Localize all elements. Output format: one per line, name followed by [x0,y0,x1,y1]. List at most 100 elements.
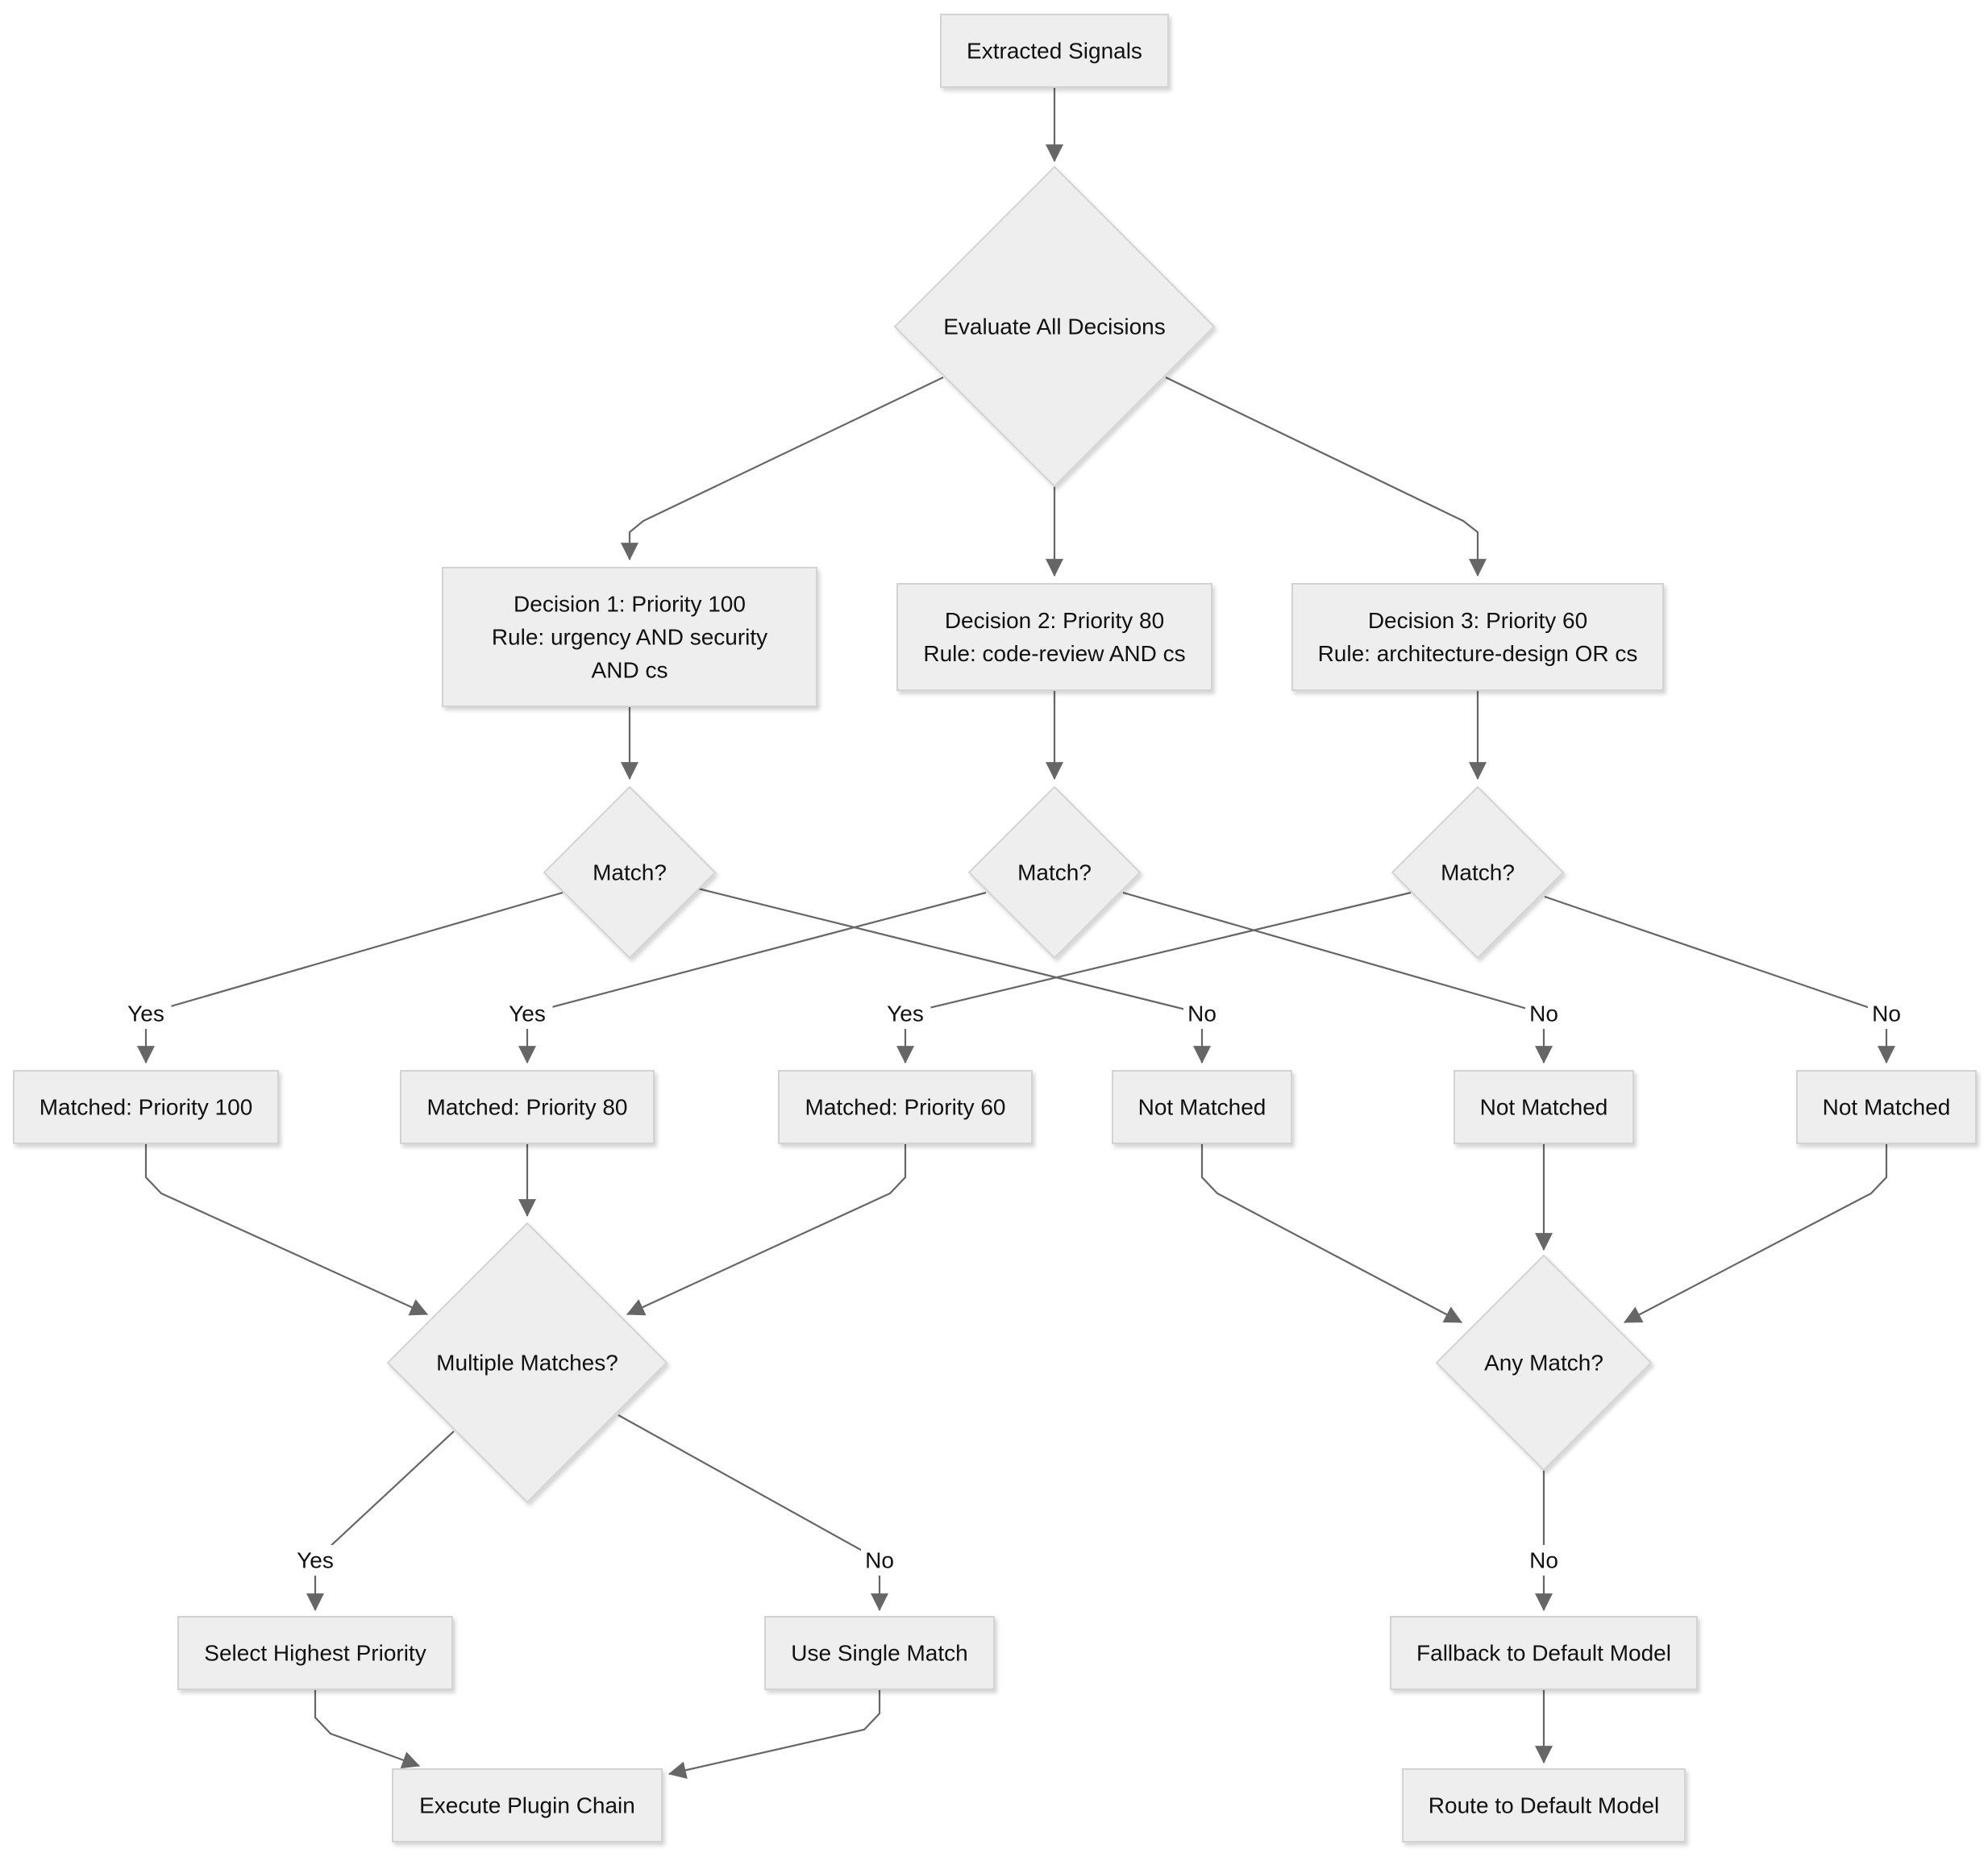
connector-arrow [896,891,1412,1064]
edge-label-no: No [1183,998,1221,1029]
edge-multiple-matches-to-select-highest [306,1430,455,1612]
edge-matched100-to-multiple-matches [144,1143,429,1316]
node-box [392,1768,663,1842]
node-label: Not Matched [1480,1095,1608,1120]
decision-diamond [543,785,717,960]
connector-arrow [668,1689,881,1780]
node-box [1454,1070,1634,1144]
node-matched100: Matched: Priority 100 [13,1070,279,1144]
node-label: Rule: urgency AND security [492,625,767,650]
connector-arrow [1624,1143,1888,1323]
node-label: Match? [593,860,667,885]
edge-label-text: No [865,1548,894,1573]
edge-label-text: Yes [127,1001,164,1026]
edge-evaluate-all-to-decision3 [1165,377,1487,577]
node-label: Not Matched [1138,1095,1266,1120]
edge-label-text: Yes [509,1001,546,1026]
edge-match1-to-not-matched1 [697,887,1211,1064]
node-decision3: Decision 3: Priority 60 Rule: architectur… [1291,583,1664,691]
node-label: Decision 2: Priority 80 [945,608,1164,633]
node-box [177,1616,453,1690]
node-any-match: Any Match? [1435,1254,1653,1472]
edge-label-background [289,1545,341,1576]
edge-label-no: No [1868,998,1905,1029]
node-fallback-default: Fallback to Default Model [1390,1616,1698,1690]
node-label: Decision 3: Priority 60 [1368,608,1587,633]
connector-arrow [314,1689,421,1769]
node-label: Execute Plugin Chain [419,1793,635,1818]
connector-arrow [626,1143,907,1316]
edge-match1-to-matched100 [137,891,564,1064]
edge-label-background [1525,998,1562,1029]
node-box [1291,583,1664,691]
node-label: AND cs [592,658,668,683]
edge-label-no: No [1525,998,1562,1029]
node-evaluate-all: Evaluate All Decisions [893,165,1216,488]
node-box [940,14,1169,88]
node-label: Any Match? [1484,1351,1603,1376]
node-label: Rule: architecture-design OR cs [1318,641,1638,666]
node-use-single: Use Single Match [764,1616,995,1690]
node-box [764,1616,995,1690]
node-label: Decision 1: Priority 100 [514,592,746,617]
connector-arrow [306,1430,455,1612]
node-label: Fallback to Default Model [1416,1641,1671,1666]
node-not-matched1: Not Matched [1112,1070,1292,1144]
node-match1: Match? [543,785,717,960]
edge-label-background [880,998,931,1029]
node-box [896,583,1212,691]
decision-diamond [1435,1254,1653,1472]
node-not-matched2: Not Matched [1454,1070,1634,1144]
edge-label-background [861,1545,898,1576]
node-matched60: Matched: Priority 60 [778,1070,1033,1144]
edge-match3-to-not-matched3 [1544,895,1895,1064]
node-label: Matched: Priority 60 [805,1095,1006,1120]
node-label: Route to Default Model [1429,1793,1659,1818]
edge-label-background [1183,998,1221,1029]
node-label: Matched: Priority 100 [40,1095,253,1120]
edge-use-single-to-execute-plugin [668,1689,881,1780]
edge-label-no: No [1525,1545,1562,1576]
node-box [1112,1070,1292,1144]
node-label: Use Single Match [791,1641,967,1666]
node-box [13,1070,279,1144]
connector-arrow [137,891,564,1064]
node-extracted-signals: Extracted Signals [940,14,1169,88]
edge-label-yes: Yes [501,998,553,1029]
edge-not-matched3-to-any-match [1624,1143,1888,1323]
edge-label-yes: Yes [120,998,172,1029]
edge-label-text: No [1187,1001,1217,1026]
edge-label-text: No [1872,1001,1901,1026]
node-box [442,567,817,707]
node-match2: Match? [967,785,1142,960]
node-matched80: Matched: Priority 80 [400,1070,655,1144]
node-box [1390,1616,1698,1690]
decision-diamond [1391,785,1565,960]
node-box [1796,1070,1977,1144]
edge-label-yes: Yes [880,998,931,1029]
node-box [1402,1768,1686,1842]
node-box [400,1070,655,1144]
edge-label-text: No [1529,1001,1558,1026]
connector-arrow [144,1143,429,1316]
node-label: Not Matched [1823,1095,1951,1120]
decision-diamond [386,1222,668,1504]
connector-arrow [1544,895,1895,1064]
edge-multiple-matches-to-use-single [618,1414,888,1612]
node-route-default: Route to Default Model [1402,1768,1686,1842]
edge-label-background [120,998,172,1029]
node-label: Evaluate All Decisions [943,314,1165,339]
connector-arrow [697,887,1211,1064]
decision-diamond [967,785,1142,960]
node-label: Matched: Priority 80 [427,1095,628,1120]
edge-match3-to-matched60 [896,891,1412,1064]
node-box [778,1070,1033,1144]
node-label: Extracted Signals [967,39,1142,64]
node-select-highest: Select Highest Priority [177,1616,453,1690]
edge-label-background [501,998,553,1029]
